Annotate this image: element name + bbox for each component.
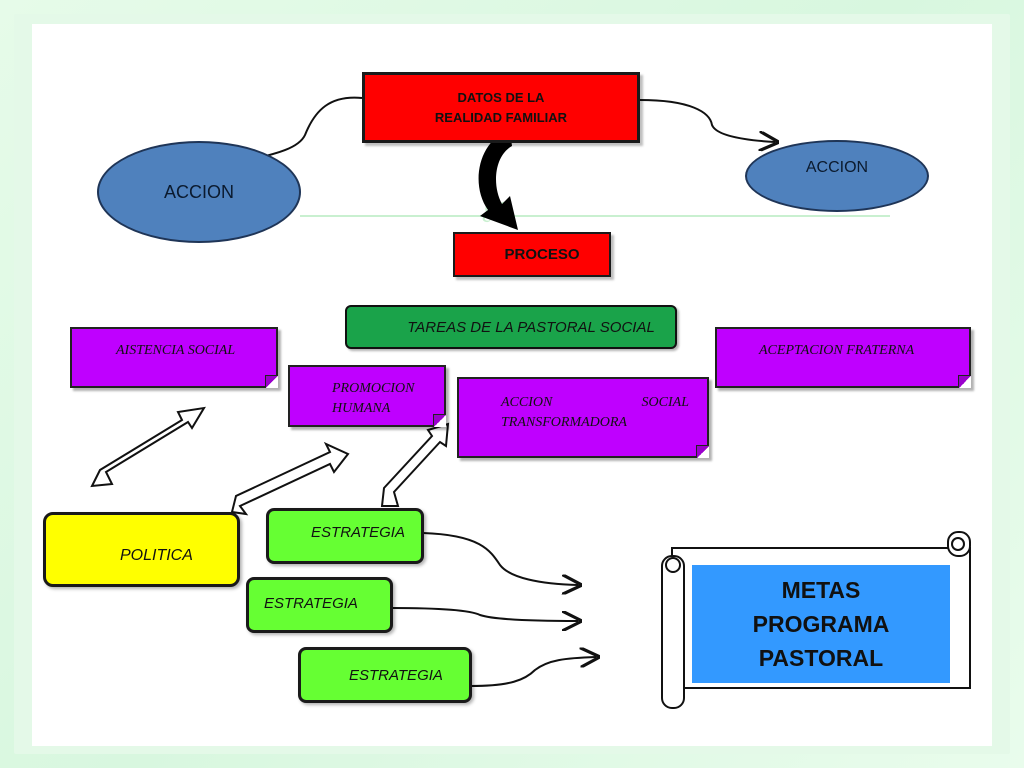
estrategia-3-label: ESTRATEGIA [349, 666, 443, 684]
estrategia-box-1: ESTRATEGIA [266, 508, 424, 564]
hollow-arrow-promocion [230, 441, 350, 516]
hollow-arrow-asistencia [90, 406, 206, 488]
accion-right-ellipse: ACCION [745, 140, 929, 212]
estrategia-box-3: ESTRATEGIA [298, 647, 472, 703]
hollow-arrow-accion-social [380, 422, 450, 507]
datos-label: DATOS DE LA REALIDAD FAMILIAR [434, 89, 568, 125]
metas-line-3: PASTORAL [758, 645, 884, 671]
accion-social-word-1: ACCION [501, 395, 553, 410]
accion-social-word-2: SOCIAL [641, 395, 689, 410]
estrategia-box-2: ESTRATEGIA [246, 577, 393, 633]
proceso-label: PROCESO [504, 246, 580, 263]
accion-left-label: ACCION [163, 181, 234, 202]
proceso-box: PROCESO [453, 232, 611, 277]
politica-label: POLITICA [120, 546, 193, 564]
connector-datos-accion-right [639, 99, 775, 142]
metas-line-2: PROGRAMA [752, 611, 890, 637]
promocion-humana-box: PROMOCION HUMANA [288, 365, 446, 427]
accion-social-word-3: TRANSFORMADORA [501, 415, 627, 430]
tareas-label: TAREAS DE LA PASTORAL SOCIAL [407, 318, 655, 336]
aceptacion-label: ACEPTACION FRATERNA [759, 343, 915, 358]
connector-estrategia-1 [422, 532, 578, 585]
aceptacion-fraterna-box: ACEPTACION FRATERNA [715, 327, 971, 388]
datos-realidad-familiar-box: DATOS DE LA REALIDAD FAMILIAR [362, 72, 640, 143]
asistencia-label: AISTENCIA SOCIAL [116, 343, 236, 358]
tareas-pastoral-box: TAREAS DE LA PASTORAL SOCIAL [345, 305, 677, 349]
connector-estrategia-3 [470, 657, 596, 687]
asistencia-social-box: AISTENCIA SOCIAL [70, 327, 278, 388]
politica-box: POLITICA [43, 512, 240, 587]
accion-social-transformadora-box: ACCION SOCIAL TRANSFORMADORA [457, 377, 709, 458]
estrategia-2-label: ESTRATEGIA [264, 594, 358, 612]
promocion-label: PROMOCION HUMANA [332, 381, 415, 416]
connector-estrategia-2 [390, 607, 578, 621]
accion-left-ellipse: ACCION [97, 141, 301, 243]
curved-arrow-proceso [478, 130, 518, 230]
accion-right-label: ACCION [805, 159, 869, 176]
metas-line-1: METAS [781, 577, 861, 603]
estrategia-1-label: ESTRATEGIA [311, 523, 405, 541]
metas-programa-pastoral-box: METAS PROGRAMA PASTORAL [692, 565, 950, 683]
